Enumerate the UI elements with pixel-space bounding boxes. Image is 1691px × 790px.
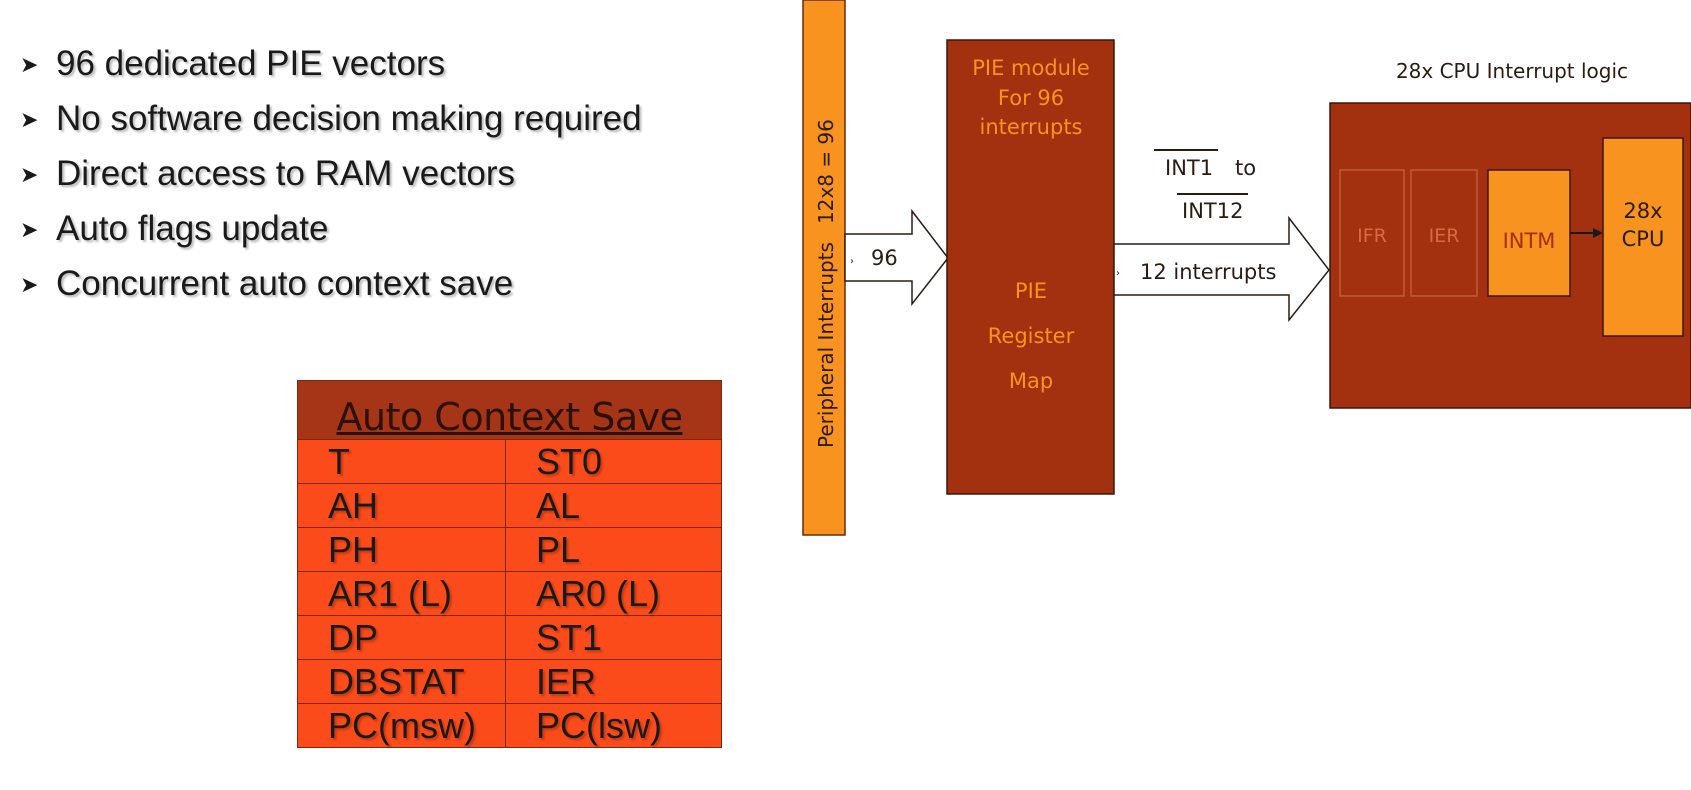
pie-module-block xyxy=(946,39,1115,495)
int12-label: INT12 xyxy=(1182,199,1243,223)
arrow-head-icon xyxy=(1593,228,1603,238)
table-row: PC(msw)PC(lsw) xyxy=(297,703,722,748)
table-cell: PC(lsw) xyxy=(505,703,722,748)
pie-module-title-2: For 96 xyxy=(998,86,1064,110)
pie-module-title-3: interrupts xyxy=(979,115,1082,139)
arrow-96-label: 96 xyxy=(871,246,898,270)
int-to-label: to xyxy=(1235,156,1256,180)
table-cell: ST1 xyxy=(505,615,722,660)
table-cell: PC(msw) xyxy=(297,703,506,748)
table-cell: PL xyxy=(505,527,722,572)
cpu-block xyxy=(1602,137,1684,337)
arrow-bullet-icon: ➤ xyxy=(20,52,39,77)
ifr-label: IFR xyxy=(1357,225,1387,247)
peripheral-interrupts-label: Peripheral Interrupts12x8 = 96 xyxy=(814,119,838,448)
arrow-bullet-icon: ➤ xyxy=(20,217,39,242)
small-arrow-icon: › xyxy=(850,256,854,267)
bullet-item: ➤Auto flags update xyxy=(20,201,642,256)
table-title: Auto Context Save xyxy=(297,380,722,440)
cpu-label-2: CPU xyxy=(1622,227,1665,251)
table-cell: AL xyxy=(505,483,722,528)
small-arrow-icon: › xyxy=(1116,268,1120,279)
peripheral-interrupts-bar xyxy=(802,0,846,536)
table-cell: ST0 xyxy=(505,439,722,484)
pie-register-3: Map xyxy=(1009,369,1053,393)
ier-register xyxy=(1410,169,1478,297)
arrow-bullet-icon: ➤ xyxy=(20,162,39,187)
arrow-12-label: 12 interrupts xyxy=(1140,260,1276,284)
pie-register-1: PIE xyxy=(1015,279,1047,303)
pie-module-title-1: PIE module xyxy=(972,56,1090,80)
bullet-item: ➤Direct access to RAM vectors xyxy=(20,146,642,201)
table-cell: PH xyxy=(297,527,506,572)
feature-list: ➤96 dedicated PIE vectors ➤No software d… xyxy=(20,36,642,311)
table-cell: IER xyxy=(505,659,722,704)
arrow-96 xyxy=(844,208,949,307)
arrow-bullet-icon: ➤ xyxy=(20,272,39,297)
ifr-register xyxy=(1339,169,1405,297)
arrow-bullet-icon: ➤ xyxy=(20,107,39,132)
table-cell: AR1 (L) xyxy=(297,571,506,616)
cpu-logic-title: 28x CPU Interrupt logic xyxy=(1396,59,1628,83)
cpu-label-1: 28x xyxy=(1623,199,1662,223)
arrow-12-interrupts xyxy=(1113,215,1330,323)
pie-register-2: Register xyxy=(988,324,1075,348)
bullet-item: ➤Concurrent auto context save xyxy=(20,256,642,311)
ier-label: IER xyxy=(1429,225,1460,247)
bullet-item: ➤96 dedicated PIE vectors xyxy=(20,36,642,91)
table-cell: T xyxy=(297,439,506,484)
int1-label: INT1 xyxy=(1165,156,1213,180)
bullet-item: ➤No software decision making required xyxy=(20,91,642,146)
intm-label: INTM xyxy=(1503,229,1556,253)
